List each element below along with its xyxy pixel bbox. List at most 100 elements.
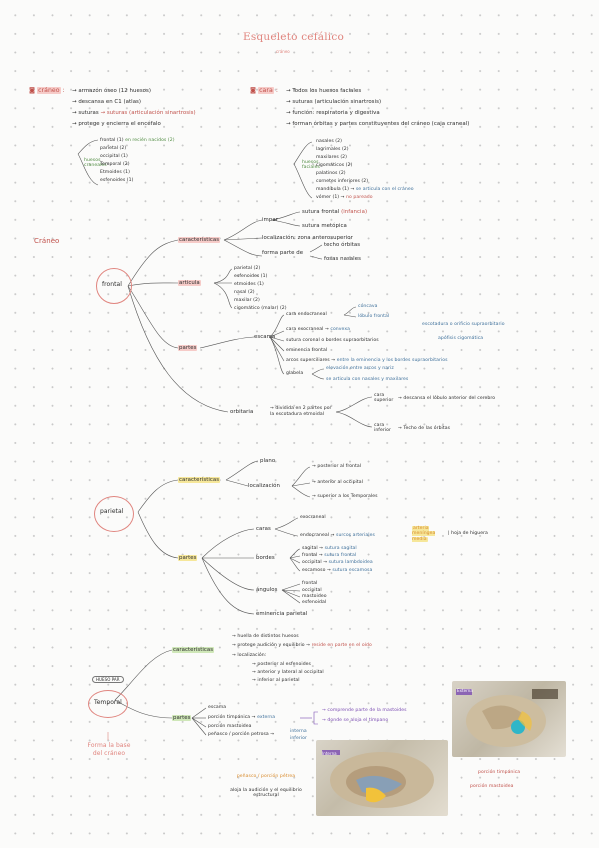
parietal-caracteristicas: características [178, 477, 221, 483]
parietal-angulos: ángulos [256, 587, 278, 593]
orbitaria-dividida: → dividida en 2 partes por la escotadura… [270, 406, 332, 417]
hueso-facial-nasales: nasales (2) [316, 139, 342, 144]
temporal-tag: HUESO PAR [92, 676, 124, 684]
temporal-external-photo [452, 681, 566, 757]
hueso-facial-mandibula: mandíbula (1) → se articula con el cráne… [316, 187, 414, 192]
endocraneal-lobulo: lóbulo frontal [358, 314, 390, 319]
petrosa-inferior: inferior [290, 736, 307, 741]
articula-cigomatico: cigomático (malar) (2) [234, 306, 287, 311]
parietal-bordes: bordes [256, 555, 275, 561]
frontal-techo-orbitas: techo órbitas [324, 242, 361, 248]
frontal-sutura-frontal: sutura frontal (infancia) [302, 209, 368, 215]
cara-superior-note: → descansa el lóbulo anterior del cerebr… [398, 396, 496, 401]
hueso-craneal-etmoides: Etmoides (1) [100, 170, 130, 175]
parietal-eminencia: eminencia parietal [256, 611, 308, 617]
hueso-craneal-esfenoides: esfenoides (1) [100, 178, 134, 183]
endocraneal-concava: cóncava [358, 304, 378, 309]
temporal-base-note: Forma la base del cráneo [87, 742, 131, 757]
frontal-partes: partes [178, 345, 198, 351]
borde-occipital: occipital → sutura lambdoidea [302, 560, 373, 565]
frontal-articula: articula [178, 280, 201, 286]
glabela-articula: se articula con nasales y maxilares [326, 377, 409, 382]
caras-exocraneal: exocraneal [300, 515, 326, 520]
cara-line-1: → Todos los huesos faciales [286, 88, 362, 94]
temporal-huella: → huella de distintos huesos [232, 634, 299, 639]
angulo-frontal: frontal [302, 581, 318, 586]
loc-anterior-occipital-t: → anterior y lateral al occipital [252, 670, 324, 675]
photo-mastoidea-label: porción mastoidea [470, 784, 514, 789]
temporal-localizacion: → localización: [232, 653, 267, 658]
craneo-line-1: → armazón óseo (12 huesos) [72, 88, 152, 94]
temporal-partes: partes [172, 715, 192, 721]
frontal-arcos: arcos superciliares → entre la eminencia… [286, 358, 448, 363]
photo-pena-label: peñasco / porción pétrea [236, 774, 296, 779]
purple-note-mastoides: → comprende parte de la mastoides [322, 708, 407, 713]
craneo-line-2: → descansa en C1 (atlas) [72, 99, 142, 105]
page-subtitle: cráneo [276, 49, 290, 54]
temporal-petrosa: peñasco / porción petrosa → [208, 732, 275, 737]
articula-nasal: nasal (2) [234, 290, 255, 295]
frontal-localizacion: localización: zona anterosuperior [262, 235, 353, 241]
petrosa-interna: interna [290, 729, 307, 734]
frontal-glabela: glabela [286, 371, 304, 376]
borde-escamoso: escamoso → sutura escamosa [302, 568, 373, 573]
orbitaria-cara-superior: cara superior [374, 393, 394, 404]
cara-line-3: → función: respiratoria y digestiva [286, 110, 380, 116]
purple-note-timpano: → donde se aloja el tímpano [322, 718, 389, 723]
temporal-caracteristicas: características [172, 647, 215, 653]
frontal-cara-exocraneal: cara exocraneal → convexa [286, 327, 350, 332]
articula-maxilar: maxilar (2) [234, 298, 260, 303]
loc-posterior-esfenoides: → posterior al esfenoides [252, 662, 311, 667]
cara-heading: ◙ cara : [250, 87, 278, 94]
frontal-fosas-nasales: fosas nasales [324, 256, 361, 262]
hueso-craneal-parietal: parietal (2) [100, 146, 127, 151]
hueso-facial-palatinos: palatinos (2) [316, 171, 346, 176]
loc-anterior-occipital: → anterior al occipital [312, 480, 363, 485]
craneo-heading: ◙ cráneo : [29, 87, 65, 94]
cara-line-2: → suturas (articulación sinartrosis) [286, 99, 382, 105]
temporal-timpanica: porción timpánica → externa [208, 715, 276, 720]
loc-inferior-parietal: → inferior al parietal [252, 678, 300, 683]
frontal-orbitaria: orbitaria [230, 409, 254, 415]
frontal-escama: escama [254, 334, 276, 340]
photo-timpanica-label: porción timpánica [478, 770, 521, 775]
articula-esfenoides: esfenoides (1) [234, 274, 268, 279]
articula-parietal: parietal (2) [234, 266, 261, 271]
frontal-sutura-coronal: sutura coronal o bordes supraorbitarios [286, 338, 379, 343]
temporal-node-label: Temporal [94, 699, 122, 706]
page-title: Esqueleto cefálico [243, 31, 344, 43]
hueso-facial-maxilares: maxilares (2) [316, 155, 348, 160]
temporal-escama: escama [208, 705, 227, 710]
frontal-escotadura: escotadura o orificio supraorbitario [422, 322, 505, 327]
skull-external-illustration [456, 689, 558, 747]
parietal-node-circle [94, 496, 134, 532]
huesos-faciales-label: huesos faciales [302, 160, 320, 171]
orbitaria-cara-inferior: cara inferior [374, 423, 391, 434]
temporal-node-circle [88, 690, 128, 718]
craneo-line-3: → suturas → suturas (articulación sinart… [72, 110, 196, 116]
hueso-facial-vomer: vómer (1) → no pareado [316, 195, 373, 200]
temporal-mastoidea: porción mastoidea [208, 724, 252, 729]
frontal-forma-parte: forma parte de [262, 250, 304, 256]
angulo-esfenoidal: esfenoidal [302, 600, 327, 605]
cara-line-4: → forman órbitas y partes constituyentes… [286, 121, 470, 127]
frontal-sutura-metopica: sutura metópica [302, 223, 347, 229]
skull-internal-illustration [322, 750, 434, 808]
photo-interna-label: Interna [322, 751, 337, 756]
temporal-internal-photo [316, 740, 448, 816]
frontal-caracteristicas: características [178, 237, 221, 243]
hueso-craneal-temporal: Temporal (2) [100, 162, 130, 167]
frontal-apofisis: apófisis cigomática [438, 336, 484, 341]
craneo-line-4: → protege y encierra el encéfalo [72, 121, 161, 127]
parietal-partes: partes [178, 555, 198, 561]
angulo-mastoideo: mastoideo [302, 594, 327, 599]
caras-endocraneal: endocraneal → surcos arteriales [300, 533, 375, 538]
photo-pena-note: aloja la audición y el equilibrio estruc… [230, 788, 302, 798]
parietal-localizacion: localización [248, 483, 280, 489]
frontal-cara-endocraneal: cara endocraneal [286, 312, 327, 317]
parietal-plano: plano [260, 458, 276, 464]
loc-superior-temporales: → superior a los Temporales [312, 494, 378, 499]
hueso-facial-cornetes: cornetes inferiores (2) [316, 179, 369, 184]
loc-posterior-frontal: → posterior al frontal [312, 464, 362, 469]
frontal-node-circle [96, 268, 132, 304]
